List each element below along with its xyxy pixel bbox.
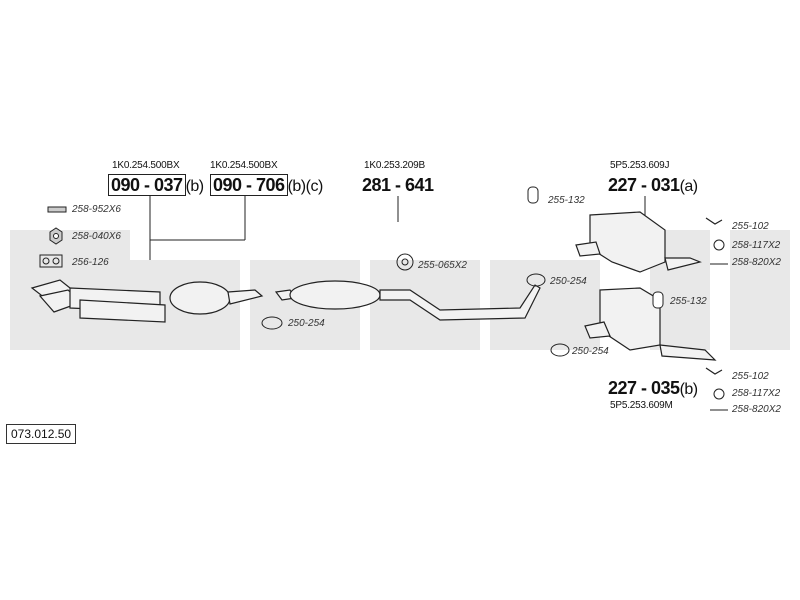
part-number-rear-silencer-a-value: 227 - 031	[608, 175, 680, 195]
clamp-rear-top-icon	[526, 273, 546, 287]
part-number-rear-silencer-b-value: 227 - 035	[608, 378, 680, 398]
rubber-mount-icon	[396, 253, 414, 271]
oe-number-rear-silencer-b: 5P5.253.609M	[610, 400, 673, 411]
fitting-ring-a-label[interactable]: 258-117X2	[732, 240, 781, 251]
fitting-rubber-mount-label[interactable]: 255-065X2	[418, 260, 467, 271]
fitting-hanger-b-label[interactable]: 255-102	[732, 371, 769, 382]
oe-number-front-pipe-1: 1K0.254.500BX	[112, 160, 180, 171]
oe-number-front-pipe-2: 1K0.254.500BX	[210, 160, 278, 171]
part-number-rear-silencer-a[interactable]: 227 - 031(a)	[608, 175, 698, 196]
fitting-gasket-label[interactable]: 256-126	[72, 257, 109, 268]
ring-b-icon	[713, 388, 725, 400]
part-number-front-pipe-2-suffix: (b)(c)	[287, 178, 324, 195]
fitting-ring-b-label[interactable]: 258-117X2	[732, 388, 781, 399]
part-number-middle-silencer[interactable]: 281 - 641	[362, 175, 434, 195]
part-number-rear-silencer-b[interactable]: 227 - 035(b)	[608, 378, 698, 399]
part-number-rear-silencer-a-suffix: (a)	[679, 178, 699, 195]
oe-number-rear-silencer-a: 5P5.253.609J	[610, 160, 670, 171]
fitting-clamp-rear-bottom-label[interactable]: 250-254	[572, 346, 609, 357]
ring-a-icon	[713, 239, 725, 251]
gasket-icon	[39, 254, 63, 268]
bolt-icon	[47, 206, 67, 213]
front-downpipe-cat	[30, 279, 264, 323]
fitting-hanger-a-label[interactable]: 255-102	[732, 221, 769, 232]
part-number-front-pipe-2-value: 090 - 706	[210, 174, 288, 196]
front-pipe-leaders	[149, 196, 246, 260]
clamp-rear-bottom-icon	[550, 343, 570, 357]
fitting-pin-a-label[interactable]: 258-820X2	[732, 257, 781, 268]
part-number-front-pipe-1-value: 090 - 037	[108, 174, 186, 196]
fitting-bolt-label[interactable]: 258-952X6	[72, 204, 121, 215]
part-number-rear-silencer-b-suffix: (b)	[679, 381, 699, 398]
part-number-front-pipe-1[interactable]: 090 - 037(b)	[108, 174, 205, 196]
hanger-b-icon	[705, 367, 723, 375]
fitting-pin-b-label[interactable]: 258-820X2	[732, 404, 781, 415]
rear-silencer-b	[584, 287, 717, 361]
fitting-rubber-a-label[interactable]: 255-132	[548, 195, 585, 206]
clamp-icon	[261, 316, 283, 330]
middle-silencer	[274, 280, 541, 321]
diagram-code: 073.012.50	[6, 424, 77, 444]
hanger-a-icon	[705, 217, 723, 225]
fitting-rubber-b-label[interactable]: 255-132	[670, 296, 707, 307]
rear-silencer-a	[575, 211, 702, 273]
nut-icon	[49, 227, 63, 245]
part-number-front-pipe-2[interactable]: 090 - 706(b)(c)	[210, 174, 324, 196]
fitting-nut-label[interactable]: 258-040X6	[72, 231, 121, 242]
fitting-clamp-front-label[interactable]: 250-254	[288, 318, 325, 329]
rubber-a-icon	[527, 186, 539, 204]
fitting-clamp-rear-top-label[interactable]: 250-254	[550, 276, 587, 287]
oe-number-middle-silencer: 1K0.253.209B	[364, 160, 425, 171]
part-number-front-pipe-1-suffix: (b)	[185, 178, 205, 195]
rubber-b-icon	[652, 291, 664, 309]
